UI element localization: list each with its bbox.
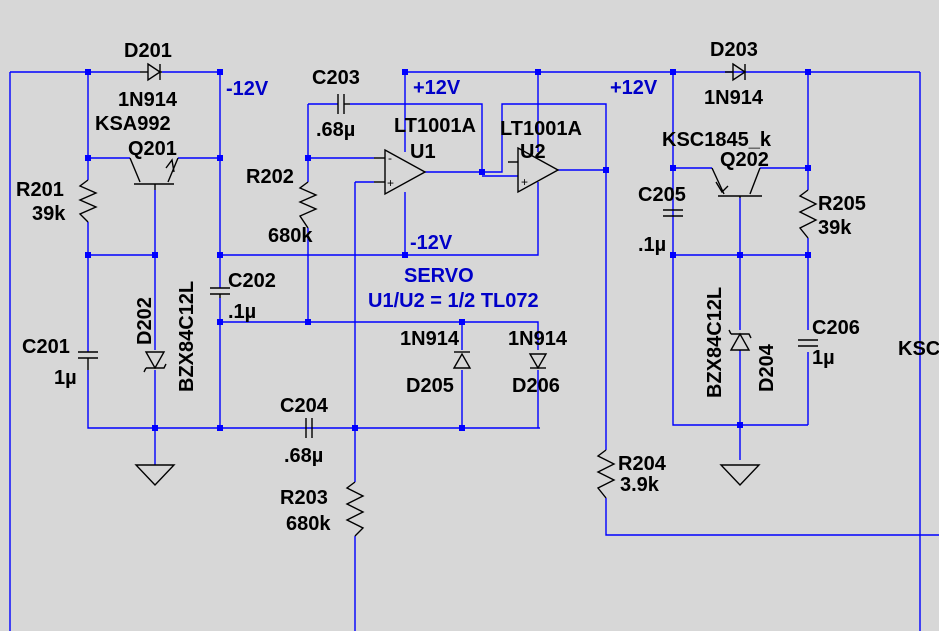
q202-value: KSC1845_k bbox=[662, 129, 772, 151]
u1-ref: U1 bbox=[410, 141, 436, 163]
q201-value: KSA992 bbox=[95, 113, 171, 135]
u2-ref: U2 bbox=[520, 141, 546, 163]
d203-ref: D203 bbox=[710, 39, 758, 61]
cutoff-label: KSC bbox=[898, 338, 939, 360]
junction-dots bbox=[85, 69, 811, 431]
c206-value: 1µ bbox=[812, 347, 835, 369]
d206-value: 1N914 bbox=[508, 328, 568, 350]
diode-d203-symbol bbox=[725, 62, 747, 82]
capacitor-c205-symbol bbox=[663, 209, 683, 217]
c201-ref: C201 bbox=[22, 336, 70, 358]
u1-value: LT1001A bbox=[394, 115, 476, 137]
zener-d204-symbol bbox=[728, 329, 752, 351]
c201-value: 1µ bbox=[54, 367, 77, 389]
diode-d206-symbol bbox=[528, 353, 548, 370]
transistor-q201-symbol bbox=[129, 157, 179, 190]
capacitor-c202-symbol bbox=[210, 287, 230, 298]
d201-value: 1N914 bbox=[118, 89, 178, 111]
d206-ref: D206 bbox=[512, 375, 560, 397]
c205-ref: C205 bbox=[638, 184, 686, 206]
r205-value: 39k bbox=[818, 217, 852, 239]
c202-value: .1µ bbox=[228, 301, 256, 323]
capacitor-c206-symbol bbox=[798, 339, 818, 347]
wires bbox=[9, 71, 939, 631]
capacitor-c201-symbol bbox=[78, 351, 98, 370]
diode-d205-symbol bbox=[452, 351, 472, 369]
d205-ref: D205 bbox=[406, 375, 454, 397]
servo-label: SERVO bbox=[404, 265, 474, 287]
r203-ref: R203 bbox=[280, 487, 328, 509]
net-label-pos12-right: +12V bbox=[610, 77, 658, 99]
u2-value: LT1001A bbox=[500, 118, 582, 140]
d204-value: BZX84C12L bbox=[704, 287, 726, 398]
resistor-r202-symbol bbox=[298, 181, 318, 229]
r202-ref: R202 bbox=[246, 166, 294, 188]
d203-value: 1N914 bbox=[704, 87, 764, 109]
transistor-q202-symbol bbox=[711, 167, 762, 198]
opamp-note: U1/U2 = 1/2 TL072 bbox=[368, 290, 539, 312]
r202-value: 680k bbox=[268, 225, 313, 247]
c204-ref: C204 bbox=[280, 395, 329, 417]
ground-left-icon bbox=[134, 464, 176, 487]
c203-ref: C203 bbox=[312, 67, 360, 89]
r201-value: 39k bbox=[32, 203, 66, 225]
svg-text:-: - bbox=[388, 151, 392, 165]
zener-d202-symbol bbox=[143, 351, 167, 373]
resistor-r201-symbol bbox=[78, 179, 98, 223]
c204-value: .68µ bbox=[284, 445, 323, 467]
d204-ref: D204 bbox=[756, 343, 778, 392]
r203-value: 680k bbox=[286, 513, 331, 535]
r205-ref: R205 bbox=[818, 193, 866, 215]
c205-value: .1µ bbox=[638, 234, 666, 256]
resistor-r203-symbol bbox=[345, 481, 365, 537]
svg-text:+: + bbox=[387, 176, 394, 190]
diode-d201-symbol bbox=[140, 62, 162, 82]
capacitor-c203-symbol bbox=[337, 94, 350, 114]
c203-value: .68µ bbox=[316, 119, 355, 141]
opamp-u1-symbol: - + bbox=[374, 148, 427, 196]
resistor-r204-symbol bbox=[596, 449, 616, 499]
q202-ref: Q202 bbox=[720, 149, 769, 171]
opamp-u2-symbol: + bbox=[508, 146, 560, 194]
d201-ref: D201 bbox=[124, 40, 172, 62]
net-label-neg12-left: -12V bbox=[226, 78, 269, 100]
r201-ref: R201 bbox=[16, 179, 64, 201]
r204-value: 3.9k bbox=[620, 474, 660, 496]
d202-ref: D202 bbox=[134, 297, 156, 345]
d202-value: BZX84C12L bbox=[176, 281, 198, 392]
ground-right-icon bbox=[719, 464, 761, 487]
c206-ref: C206 bbox=[812, 317, 860, 339]
r204-ref: R204 bbox=[618, 453, 667, 475]
resistor-r205-symbol bbox=[798, 189, 818, 239]
c202-ref: C202 bbox=[228, 270, 276, 292]
capacitor-c204-symbol bbox=[305, 418, 313, 438]
net-label-neg12-opamp: -12V bbox=[410, 232, 453, 254]
net-label-pos12-u1: +12V bbox=[413, 77, 461, 99]
q201-ref: Q201 bbox=[128, 138, 177, 160]
d205-value: 1N914 bbox=[400, 328, 460, 350]
svg-text:+: + bbox=[521, 175, 528, 189]
